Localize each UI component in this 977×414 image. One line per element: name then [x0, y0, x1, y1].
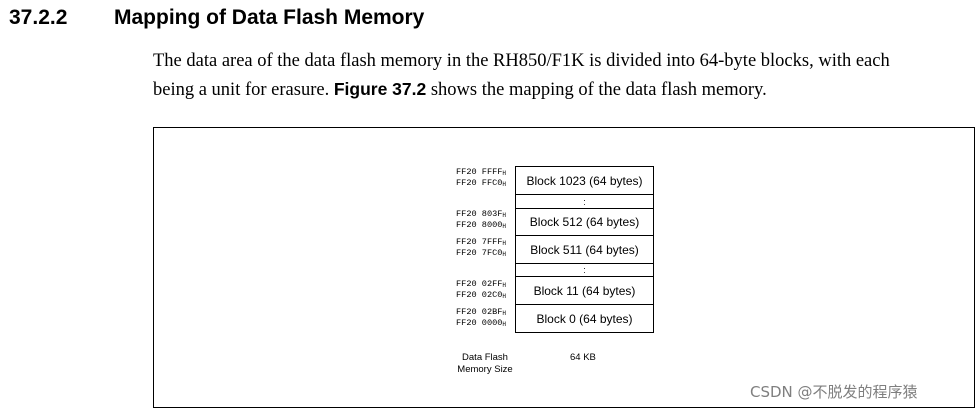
hex-suffix: H	[502, 181, 507, 188]
memory-block-0: Block 0 (64 bytes)	[515, 304, 654, 333]
address-top: FF20 02FF	[456, 279, 503, 289]
hex-suffix: H	[502, 293, 507, 300]
address-label-block-0: FF20 02BFH FF20 0000H	[456, 307, 518, 329]
memory-block-512: Block 512 (64 bytes)	[515, 208, 654, 236]
hex-suffix: H	[502, 251, 507, 258]
address-top: FF20 FFFF	[456, 167, 503, 177]
paragraph-line-2: being a unit for erasure. Figure 37.2 sh…	[153, 75, 963, 104]
memory-block-1023: Block 1023 (64 bytes)	[515, 166, 654, 195]
address-top: FF20 803F	[456, 209, 503, 219]
address-label-block-512: FF20 803FH FF20 8000H	[456, 209, 518, 231]
intro-paragraph: The data area of the data flash memory i…	[153, 47, 963, 104]
hex-suffix: H	[502, 170, 507, 177]
paragraph-line-1: The data area of the data flash memory i…	[153, 51, 890, 71]
address-label-block-1023: FF20 FFFFH FF20 FFC0H	[456, 167, 518, 189]
memory-size-value: 64 KB	[570, 352, 596, 363]
address-top: FF20 02BF	[456, 307, 503, 317]
memory-block-11: Block 11 (64 bytes)	[515, 276, 654, 305]
paragraph-line-2-start: being a unit for erasure.	[153, 80, 334, 100]
memory-block-511: Block 511 (64 bytes)	[515, 235, 654, 264]
hex-suffix: H	[502, 223, 507, 230]
figure-frame	[153, 127, 975, 408]
hex-suffix: H	[502, 282, 507, 289]
address-bottom: FF20 02C0	[456, 290, 503, 300]
watermark: CSDN @不脱发的程序猿	[750, 383, 918, 401]
section-title: Mapping of Data Flash Memory	[114, 6, 425, 29]
block-gap-ellipsis: :	[515, 264, 654, 277]
hex-suffix: H	[502, 321, 507, 328]
address-bottom: FF20 FFC0	[456, 178, 503, 188]
hex-suffix: H	[502, 212, 507, 219]
paragraph-line-2-end: shows the mapping of the data flash memo…	[426, 80, 767, 100]
figure-reference: Figure 37.2	[333, 79, 427, 99]
block-gap-ellipsis: :	[515, 195, 654, 209]
address-bottom: FF20 8000	[456, 220, 503, 230]
hex-suffix: H	[502, 240, 507, 247]
address-top: FF20 7FFF	[456, 237, 503, 247]
address-bottom: FF20 7FC0	[456, 248, 503, 258]
address-label-block-11: FF20 02FFH FF20 02C0H	[456, 279, 518, 301]
hex-suffix: H	[502, 310, 507, 317]
address-bottom: FF20 0000	[456, 318, 503, 328]
section-number: 37.2.2	[9, 6, 68, 29]
memory-size-label: Data Flash Memory Size	[457, 352, 513, 375]
address-label-block-511: FF20 7FFFH FF20 7FC0H	[456, 237, 518, 259]
